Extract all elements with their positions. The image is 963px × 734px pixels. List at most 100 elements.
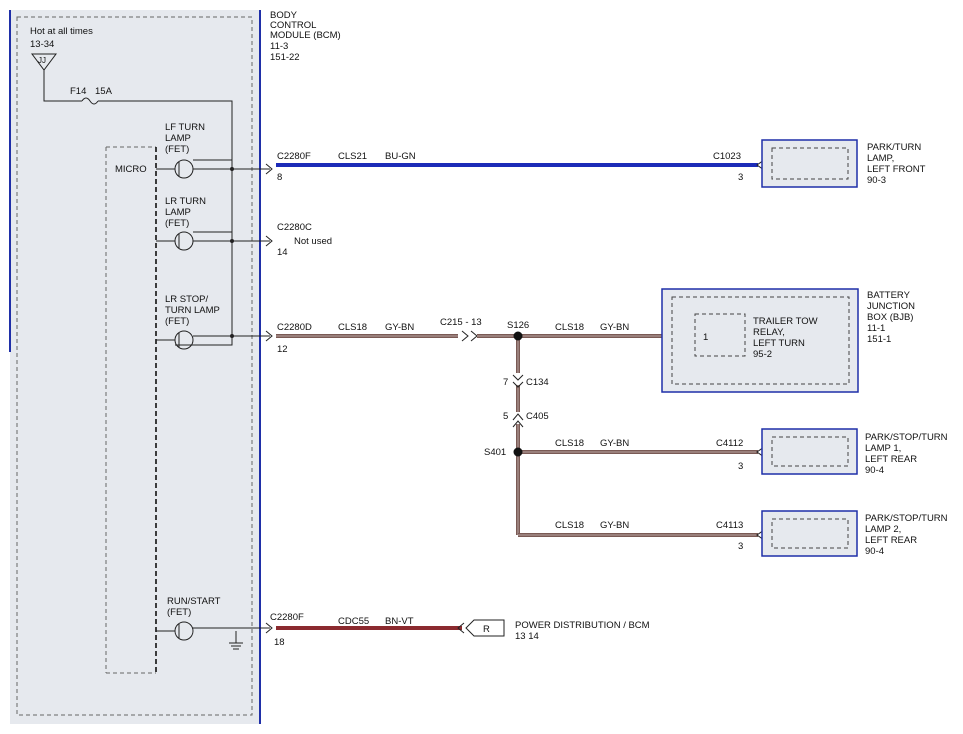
driver-run-start-label-1: RUN/START bbox=[167, 596, 221, 607]
rear-lamp2-inner bbox=[771, 518, 849, 549]
relay-line-4: 95-2 bbox=[753, 349, 772, 360]
bcm-title-line-4: 11-3 bbox=[270, 41, 288, 52]
park-turn-lf-line-4: 90-3 bbox=[867, 175, 886, 186]
c3-inline: C215 - 13 bbox=[440, 317, 482, 328]
rear2-circuit: CLS18 bbox=[555, 520, 584, 531]
c1-end-connector: C1023 bbox=[713, 151, 741, 162]
bjb-inner bbox=[671, 296, 850, 385]
c4-circuit: CDC55 bbox=[338, 616, 369, 627]
park-turn-lf-box bbox=[761, 139, 858, 188]
rear2-connector: C4113 bbox=[716, 520, 743, 531]
bjb-line-1: BATTERY bbox=[867, 290, 911, 301]
power-dist-label: POWER DISTRIBUTION / BCM bbox=[515, 620, 650, 631]
c3-circuit: CLS18 bbox=[338, 322, 367, 333]
c405-label: C405 bbox=[526, 411, 549, 422]
power-dist-id: R bbox=[483, 624, 490, 635]
fuse-rating: 15A bbox=[95, 86, 113, 97]
bjb-line-3: BOX (BJB) bbox=[867, 312, 913, 323]
park-turn-lf-line-1: PARK/TURN bbox=[867, 142, 921, 153]
hot-connector-triangle bbox=[31, 53, 57, 71]
driver-lr-stop-label-2: TURN LAMP bbox=[165, 305, 220, 316]
driver-lr-turn-label-2: LAMP bbox=[165, 207, 191, 218]
c405-gap bbox=[513, 412, 523, 424]
rear2-color: GY-BN bbox=[600, 520, 629, 531]
c1-connector: C2280F bbox=[277, 151, 311, 162]
fuse-symbol bbox=[81, 97, 99, 105]
bcm-title-line-2: CONTROL bbox=[270, 20, 316, 31]
c4-connector: C2280F bbox=[270, 612, 304, 623]
splice-dot-s401 bbox=[513, 447, 523, 457]
driver-lf-turn-label-1: LF TURN bbox=[165, 122, 205, 133]
arrow-icon bbox=[265, 235, 273, 247]
c3-color: GY-BN bbox=[385, 322, 414, 333]
hot-label: Hot at all times bbox=[30, 26, 93, 37]
driver-lr-stop-fet bbox=[174, 330, 194, 350]
splice-dot-s126 bbox=[513, 331, 523, 341]
rear2-pin: 3 bbox=[738, 541, 743, 552]
driver-lr-turn-node bbox=[230, 239, 234, 243]
inline-connector-c215 bbox=[461, 330, 478, 342]
c134-label: C134 bbox=[526, 377, 549, 388]
c405-pin: 5 bbox=[503, 411, 508, 422]
fuse-output-line bbox=[98, 100, 233, 346]
arrow-icon bbox=[512, 413, 524, 428]
hot-feed-line bbox=[43, 70, 82, 102]
power-dist-ref: 13 14 bbox=[515, 631, 539, 642]
c3-pin: 12 bbox=[277, 344, 288, 355]
c2-pin: 14 bbox=[277, 247, 288, 258]
driver-run-start-fet bbox=[174, 621, 194, 641]
park-turn-lf-line-3: LEFT FRONT bbox=[867, 164, 926, 175]
relay-line-1: TRAILER TOW bbox=[753, 316, 818, 327]
c134-gap bbox=[513, 373, 523, 385]
rear-lamp1-box bbox=[761, 428, 858, 475]
rear-lamp1-inner bbox=[771, 436, 849, 467]
driver-lr-turn: LR TURN LAMP (FET) bbox=[156, 196, 270, 251]
relay-line-2: RELAY, bbox=[753, 327, 785, 338]
c1-color: BU-GN bbox=[385, 151, 416, 162]
driver-run-start-label-2: (FET) bbox=[167, 607, 191, 618]
bjb-line-2: JUNCTION bbox=[867, 301, 915, 312]
driver-run-start: RUN/START (FET) bbox=[156, 596, 270, 650]
rear-lamp1-line-3: LEFT REAR bbox=[865, 454, 917, 465]
driver-lr-stop-label-3: (FET) bbox=[165, 316, 189, 327]
rear-lamp1-line-1: PARK/STOP/TURN bbox=[865, 432, 948, 443]
c3-circuit-2: CLS18 bbox=[555, 322, 584, 333]
driver-lr-turn-label-1: LR TURN bbox=[165, 196, 206, 207]
c1-pin: 8 bbox=[277, 172, 282, 183]
arrow-icon bbox=[457, 622, 465, 634]
power-dist-tag bbox=[465, 619, 505, 637]
arrow-icon bbox=[265, 330, 273, 342]
rear-lamp2-box bbox=[761, 510, 858, 557]
c3-color-2: GY-BN bbox=[600, 322, 629, 333]
c1-end-pin: 3 bbox=[738, 172, 743, 183]
rear-lamp2-line-3: LEFT REAR bbox=[865, 535, 917, 546]
fuse-label: F14 bbox=[70, 86, 86, 97]
bcm-title-line-1: BODY bbox=[270, 10, 298, 21]
rear-lamp1-line-4: 90-4 bbox=[865, 465, 884, 476]
relay-box bbox=[694, 313, 746, 357]
c2-connector: C2280C bbox=[277, 222, 312, 233]
driver-lf-turn-label-3: (FET) bbox=[165, 144, 189, 155]
hot-connector-id: JJ bbox=[38, 56, 46, 65]
c1-circuit: CLS21 bbox=[338, 151, 367, 162]
splice-s401: S401 bbox=[484, 447, 506, 458]
relay-line-3: LEFT TURN bbox=[753, 338, 805, 349]
rear-lamp2-line-1: PARK/STOP/TURN bbox=[865, 513, 948, 524]
bcm-title-line-3: MODULE (BCM) bbox=[270, 30, 341, 41]
hot-ref: 13-34 bbox=[30, 39, 54, 50]
bcm-inner-dashed-border bbox=[16, 16, 253, 716]
driver-lr-stop-node bbox=[230, 334, 234, 338]
rear1-pin: 3 bbox=[738, 461, 743, 472]
rear1-color: GY-BN bbox=[600, 438, 629, 449]
c4-pin: 18 bbox=[274, 637, 285, 648]
bjb-line-4: 11-1 bbox=[867, 323, 885, 334]
bcm-title: BODY CONTROL MODULE (BCM) 11-3 151-22 bbox=[270, 10, 341, 63]
arrow-icon bbox=[265, 163, 273, 175]
bcm-panel bbox=[10, 10, 260, 724]
driver-lr-turn-label-3: (FET) bbox=[165, 218, 189, 229]
driver-lf-turn: LF TURN LAMP (FET) bbox=[156, 122, 270, 179]
rear-lamp2-line-2: LAMP 2, bbox=[865, 524, 901, 535]
rear-lamp1-line-2: LAMP 1, bbox=[865, 443, 901, 454]
splice-s126: S126 bbox=[507, 320, 529, 331]
